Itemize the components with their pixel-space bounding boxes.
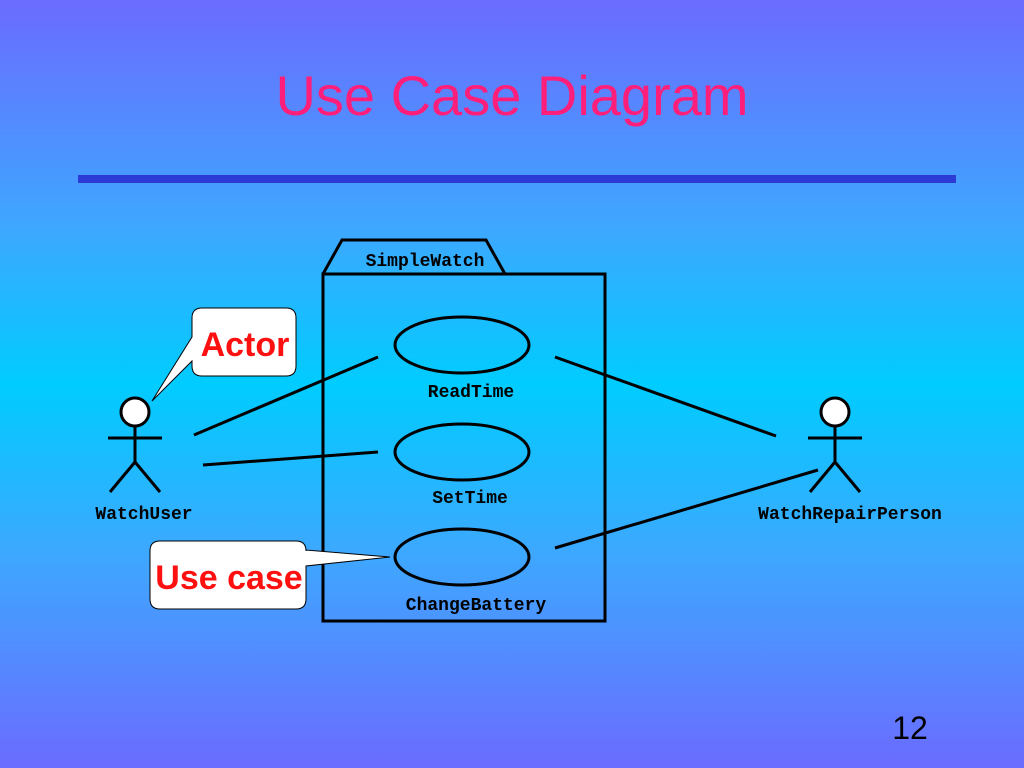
actor-label-watchrepairperson: WatchRepairPerson (758, 505, 942, 525)
package-tab (321, 238, 507, 275)
callout-bubble (151, 307, 297, 402)
actor-watchuser (108, 396, 162, 493)
associations (193, 355, 819, 550)
association-watchuser-settime (202, 450, 379, 467)
callout-actor: Actor (151, 307, 297, 402)
actor-left-leg (108, 461, 137, 493)
title-divider (78, 175, 956, 183)
callout-use-case: Use case (149, 540, 391, 610)
use-case-settime: SetTime (393, 422, 531, 509)
use-case-label: SetTime (432, 489, 508, 509)
package-simplewatch: SimpleWatch (321, 238, 607, 623)
association-watchuser-readtime (193, 355, 379, 437)
slide-title: Use Case Diagram (275, 64, 749, 127)
callout-text: Actor (201, 326, 290, 364)
page-number: 12 (892, 710, 928, 746)
actor-right-leg (833, 461, 862, 493)
use-case-readtime: ReadTime (393, 315, 531, 403)
association-repair-changebattery (554, 468, 819, 550)
use-case-ellipse (393, 527, 531, 587)
use-case-ellipse (393, 422, 531, 482)
actor-head (119, 396, 151, 428)
use-case-ellipse (393, 315, 531, 375)
actor-left-leg (808, 461, 837, 493)
actor-watchrepairperson (808, 396, 862, 493)
package-name: SimpleWatch (366, 252, 485, 272)
actor-head (819, 396, 851, 428)
callout-bubble (149, 540, 391, 610)
callout-text: Use case (155, 559, 302, 597)
actor-right-leg (133, 461, 162, 493)
use-case-label: ReadTime (428, 383, 514, 403)
use-case-label: ChangeBattery (406, 596, 547, 616)
actor-label-watchuser: WatchUser (95, 505, 192, 525)
association-repair-readtime (554, 355, 777, 438)
package-body (321, 272, 607, 623)
use-case-changebattery: ChangeBattery (393, 527, 547, 616)
